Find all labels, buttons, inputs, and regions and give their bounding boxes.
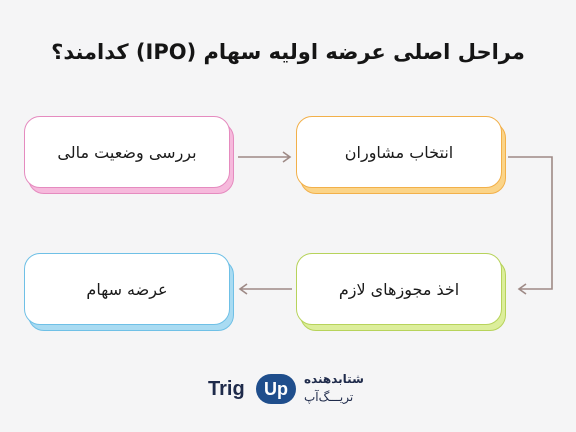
step-card-stock-offering: عرضه سهام (24, 253, 234, 331)
logo-trig-text: Trig (208, 378, 245, 400)
step-label-financial-review: بررسی وضعیت مالی (24, 116, 230, 188)
logo-persian-line2: تریـــگ‌آپ (304, 390, 354, 404)
logo-persian-line1: شتابدهنده (304, 372, 364, 386)
step-label-stock-offering: عرضه سهام (24, 253, 230, 325)
arrow-permits-to-offering (238, 283, 292, 295)
step-label-select-advisors: انتخاب مشاوران (296, 116, 502, 188)
diagram-title: مراحل اصلی عرضه اولیه سهام (IPO) کدامند؟ (51, 40, 525, 64)
arrow-financial-to-advisors (238, 151, 292, 163)
step-card-obtain-permits: اخذ مجوزهای لازم (296, 253, 506, 331)
step-card-financial-review: بررسی وضعیت مالی (24, 116, 234, 194)
step-label-obtain-permits: اخذ مجوزهای لازم (296, 253, 502, 325)
step-card-select-advisors: انتخاب مشاوران (296, 116, 506, 194)
arrow-advisors-to-permits (508, 156, 553, 295)
logo-up-badge: Up (256, 374, 296, 404)
